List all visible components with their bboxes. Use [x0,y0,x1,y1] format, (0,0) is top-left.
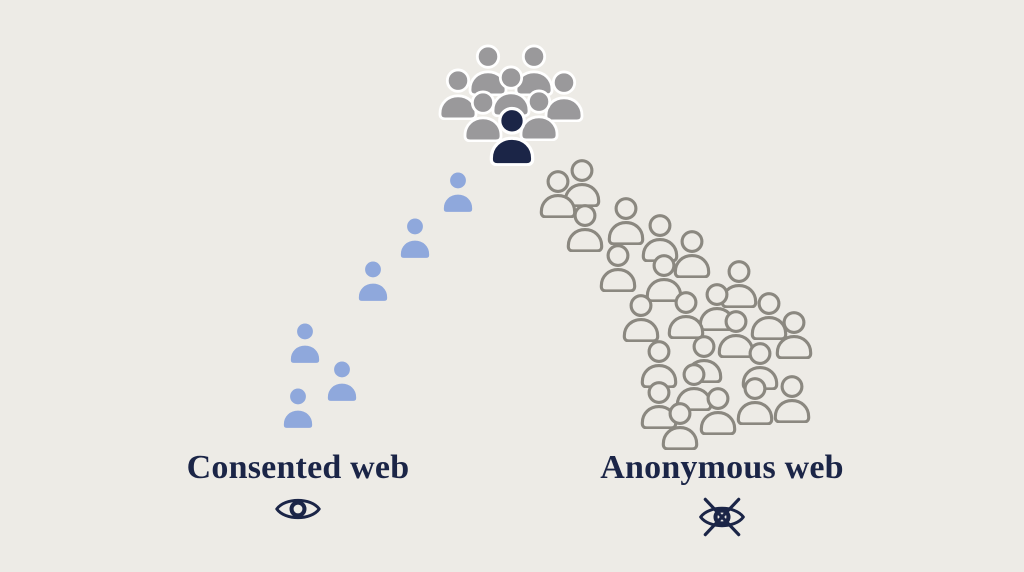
audience-crowd-person-icon [514,44,554,96]
consented-users-person-icon [325,359,359,403]
anonymous-users-person-icon [736,377,774,425]
anonymous-users-person-icon [645,254,683,302]
anonymous-users-person-icon [717,310,755,358]
anonymous-users-person-icon [661,402,699,450]
eye-crossed-icon [699,497,745,537]
anonymous-users-person-icon [607,197,645,245]
anonymous-users-person-icon [667,291,705,339]
anonymous-users-person-icon [566,204,604,252]
anonymous-users-person-icon [599,244,637,292]
anonymous-users-person-icon [773,375,811,423]
consented-users-person-icon [398,216,432,260]
consented-users-person-icon [281,386,315,430]
audience-crowd-person-icon [519,89,559,141]
anonymous-users-person-icon [673,230,711,278]
anonymous-users-person-icon [563,159,601,207]
anonymous-web-title: Anonymous web [600,449,844,486]
anonymous-users-person-icon [775,311,813,359]
consented-web-title: Consented web [186,449,410,486]
anonymous-users-person-icon [640,381,678,429]
audience-crowd-person-icon [544,70,584,122]
consented-users-person-icon [356,259,390,303]
audience-crowd-person-icon [463,90,503,142]
anonymous-users-person-icon [622,294,660,342]
eye-icon [275,498,321,520]
highlighted-user-person-icon [489,106,535,166]
audience-crowd-person-icon [438,68,478,120]
anonymous-web-label-group: Anonymous web [552,448,892,546]
anonymous-users-person-icon [539,170,577,218]
consented-users-person-icon [441,170,475,214]
consented-web-label-group: Consented web [128,448,468,530]
consented-users-person-icon [288,321,322,365]
anonymous-users-person-icon [699,387,737,435]
